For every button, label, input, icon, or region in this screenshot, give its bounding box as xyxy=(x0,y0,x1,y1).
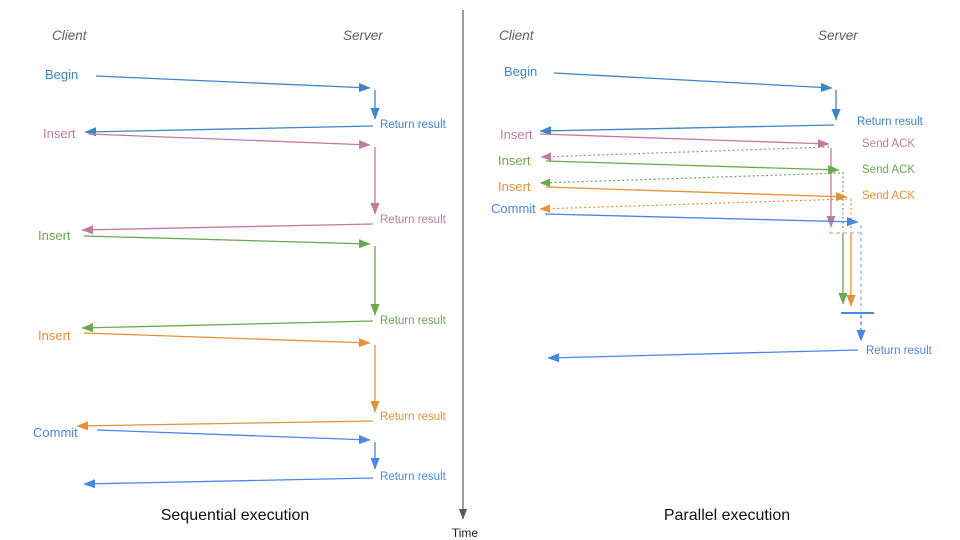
par-begin-return-label: Return result xyxy=(857,116,924,128)
par-commit-label: Commit xyxy=(491,201,536,216)
par-insert2-ack-label: Send ACK xyxy=(862,164,915,176)
time-axis: Time xyxy=(452,10,479,540)
par-insert1-ack-label: Send ACK xyxy=(862,138,915,150)
seq-begin-label: Begin xyxy=(45,67,78,82)
par-begin-label: Begin xyxy=(504,64,537,79)
sequential-server-header: Server xyxy=(343,28,383,43)
sequential-panel: Client Server Begin Return result Insert… xyxy=(33,28,447,524)
seq-insert2-return-arrow xyxy=(81,320,374,333)
seq-insert1-request-arrow xyxy=(88,133,371,150)
time-axis-label: Time xyxy=(452,526,479,540)
seq-commit-label: Commit xyxy=(33,425,78,440)
seq-commit-return-arrow xyxy=(83,477,374,489)
seq-insert1-label: Insert xyxy=(43,126,76,141)
par-commit-request-arrow xyxy=(544,213,859,227)
parallel-client-header: Client xyxy=(499,28,535,43)
par-insert2-request-arrow xyxy=(545,160,840,175)
seq-insert3-label: Insert xyxy=(38,328,71,343)
par-insert1-ack-arrow xyxy=(540,146,830,161)
parallel-panel: Client Server Begin Return result Insert… xyxy=(491,28,933,524)
seq-insert3-return-arrow xyxy=(76,420,374,431)
par-insert1-request-arrow xyxy=(539,133,830,149)
par-begin-request-arrow xyxy=(553,72,833,92)
seq-begin-request-arrow xyxy=(95,75,371,93)
seq-insert3-request-arrow xyxy=(83,332,371,348)
par-insert3-ack-label: Send ACK xyxy=(862,190,915,202)
par-insert2-label: Insert xyxy=(498,153,531,168)
seq-begin-return-arrow xyxy=(84,125,374,137)
par-commit-return-label: Return result xyxy=(866,345,933,357)
sequential-client-header: Client xyxy=(52,28,88,43)
seq-commit-return-label: Return result xyxy=(380,471,447,483)
seq-insert2-request-arrow xyxy=(83,235,371,249)
parallel-title: Parallel execution xyxy=(664,507,790,524)
seq-commit-request-arrow xyxy=(96,429,371,445)
sequential-title: Sequential execution xyxy=(161,507,310,524)
parallel-server-header: Server xyxy=(818,28,858,43)
par-insert1-label: Insert xyxy=(500,127,533,142)
seq-insert1-return-arrow xyxy=(81,223,374,235)
par-begin-return-arrow xyxy=(539,124,835,136)
par-insert3-ack-arrow xyxy=(539,198,848,213)
seq-insert1-return-label: Return result xyxy=(380,214,447,226)
seq-insert2-label: Insert xyxy=(38,228,71,243)
seq-insert3-return-label: Return result xyxy=(380,411,447,423)
par-commit-return-arrow xyxy=(547,349,859,363)
par-insert3-label: Insert xyxy=(498,179,531,194)
seq-insert2-return-label: Return result xyxy=(380,315,447,327)
par-insert2-ack-arrow xyxy=(539,172,841,187)
seq-begin-return-label: Return result xyxy=(380,119,447,131)
par-insert3-request-arrow xyxy=(545,186,848,202)
